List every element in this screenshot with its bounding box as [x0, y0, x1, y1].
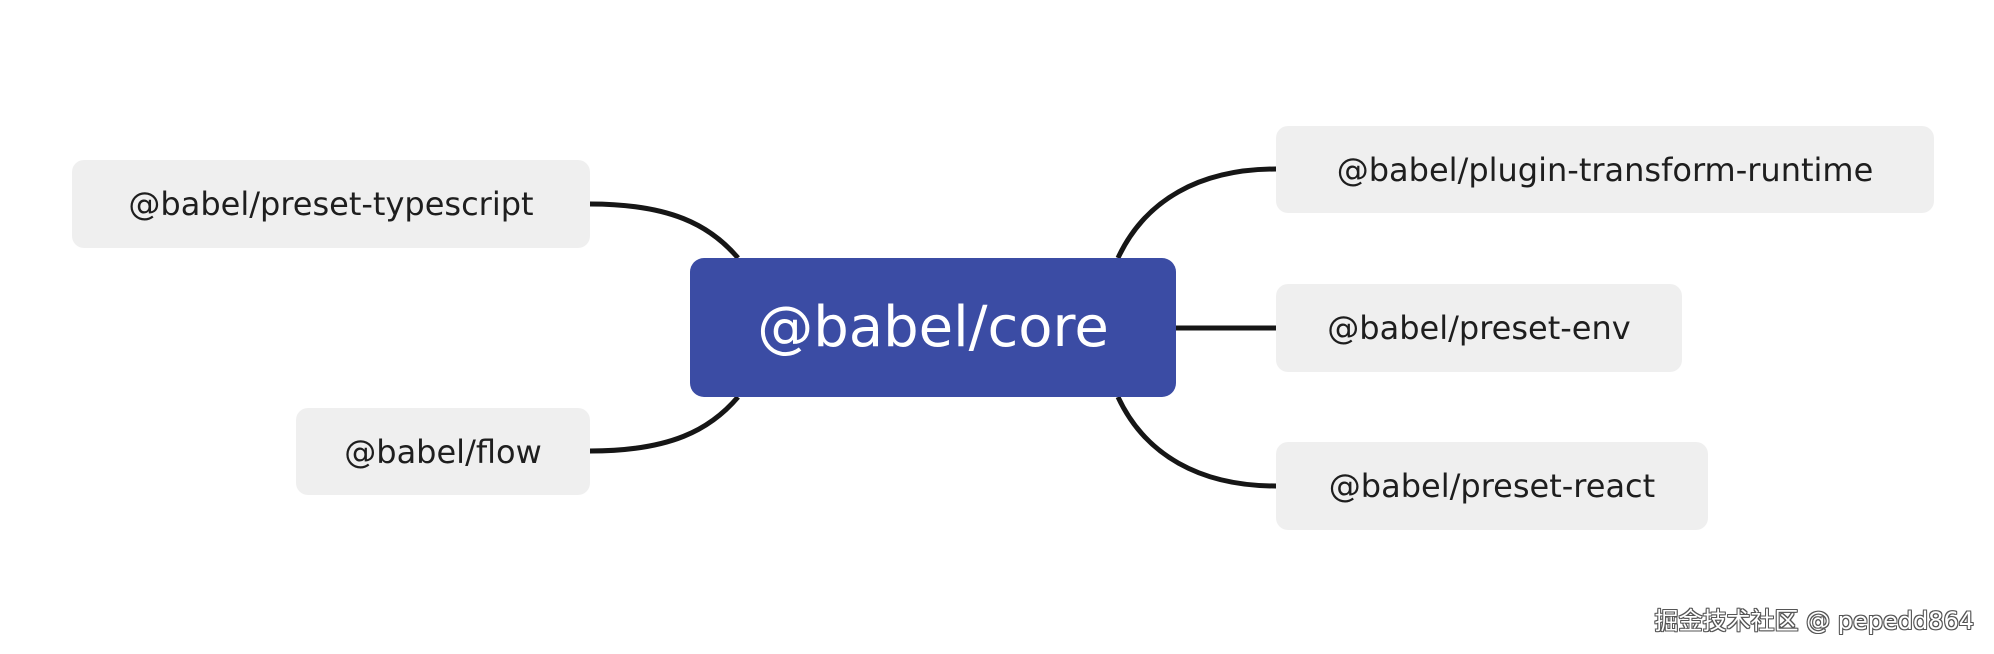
branch-node-preset-env[interactable]: @babel/preset-env: [1276, 284, 1682, 372]
watermark-text: 掘金技术社区 @ pepedd864: [1654, 607, 1974, 635]
branch-node-label: @babel/plugin-transform-runtime: [1336, 150, 1874, 189]
branch-node-label: @babel/flow: [344, 432, 542, 471]
connector-preset-react: [1115, 395, 1277, 489]
branch-node-label: @babel/preset-typescript: [128, 185, 534, 223]
root-node-label: @babel/core: [757, 295, 1109, 360]
branch-node-plugin-transform-runtime[interactable]: @babel/plugin-transform-runtime: [1276, 126, 1934, 213]
branch-node-flow[interactable]: @babel/flow: [296, 408, 590, 495]
connector-flow: [589, 395, 740, 454]
branch-node-label: @babel/preset-env: [1327, 309, 1631, 347]
connector-typescript: [589, 201, 740, 260]
root-node-babel-core[interactable]: @babel/core: [690, 258, 1176, 397]
branch-node-label: @babel/preset-react: [1328, 467, 1656, 505]
branch-node-preset-typescript[interactable]: @babel/preset-typescript: [72, 160, 590, 248]
branch-node-preset-react[interactable]: @babel/preset-react: [1276, 442, 1708, 530]
connector-plugin-transform-runtime: [1115, 166, 1277, 260]
